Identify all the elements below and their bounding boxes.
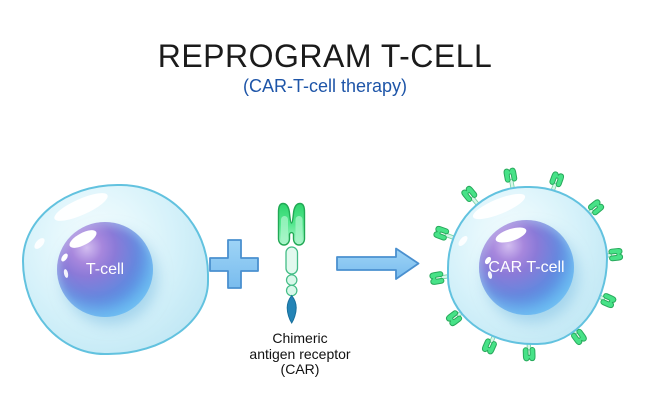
cell-highlight: [456, 234, 470, 248]
nucleus-highlight: [63, 268, 69, 279]
diagram-title: REPROGRAM T-CELL: [157, 38, 493, 74]
t-cell-label: T-cell: [85, 260, 125, 278]
cell-highlight: [32, 236, 47, 251]
car-t-cell-label: CAR T-cell: [488, 258, 565, 276]
t-cell-illustration: T-cell: [22, 184, 209, 355]
nucleus-highlight: [59, 252, 70, 263]
car-t-cell-nucleus: CAR T-cell: [479, 220, 574, 315]
nucleus-highlight: [66, 226, 100, 252]
car-t-cell-illustration: CAR T-cell: [447, 186, 608, 345]
diagram-subtitle: (CAR-T-cell therapy): [242, 76, 408, 96]
nucleus-highlight: [493, 224, 529, 246]
t-cell-nucleus: T-cell: [57, 222, 153, 317]
car-receptor-label: Chimeric antigen receptor (CAR): [249, 330, 351, 377]
